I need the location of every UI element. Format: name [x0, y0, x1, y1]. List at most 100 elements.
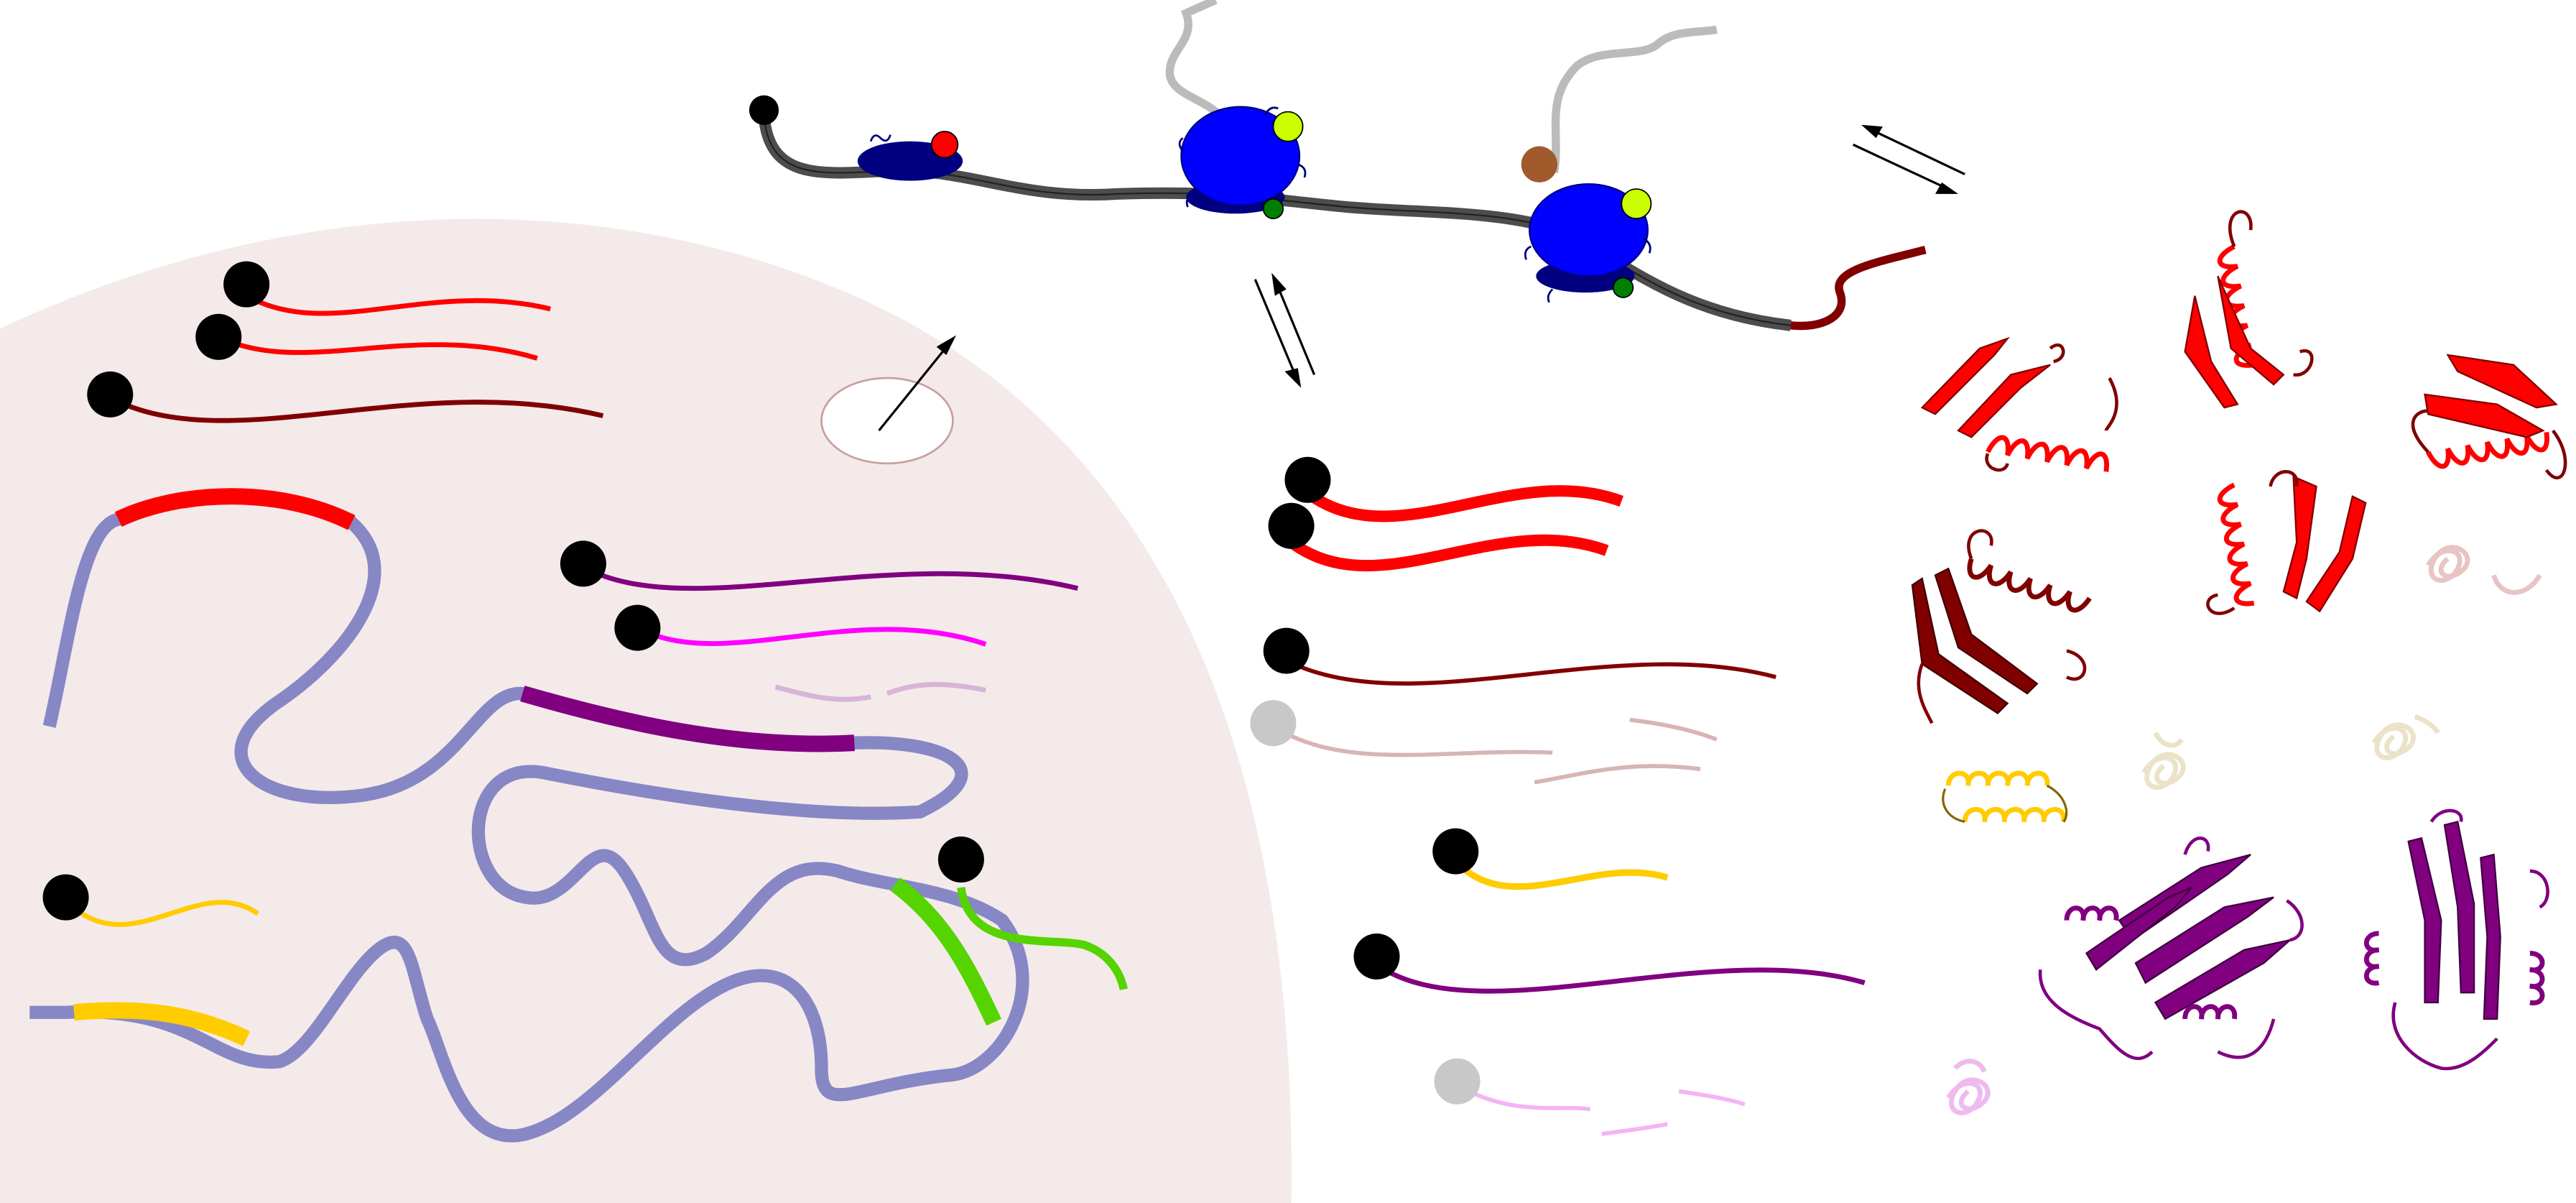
protein-helix-icon [2182, 1004, 2238, 1020]
mrna-strand-icon [1453, 859, 1669, 890]
modification-lime [1621, 188, 1652, 220]
degraded-mrna [1271, 724, 1553, 757]
protein-helix-icon [1962, 807, 2067, 823]
protein-helix-icon [2217, 244, 2255, 368]
beta-sheet-arrow-icon [1920, 336, 2011, 415]
nascent-chain-gray [1165, 0, 1226, 121]
degraded-mrna-fragment [1678, 1089, 1746, 1107]
protein-helix-icon [1986, 435, 2110, 472]
protein-helix-icon [1945, 770, 2050, 786]
pre-mrna-backbone [29, 489, 1029, 1143]
modification-dark-green [1262, 198, 1284, 220]
ribosome-icon [857, 131, 963, 181]
mrna-cap-degraded [1434, 1058, 1481, 1105]
mrna-cap [223, 261, 270, 308]
unfolded-protein [1946, 1059, 1991, 1115]
protein-helix-icon [2217, 482, 2255, 607]
nuclear-mrnas [42, 261, 1079, 927]
mrna-cap [1263, 627, 1310, 674]
mrna-cap [1268, 502, 1315, 549]
beta-sheet-arrow-icon [2407, 836, 2442, 1004]
mrna-cap [560, 540, 606, 587]
modification-dark-green [1612, 277, 1634, 298]
mrna-strand-icon [1285, 658, 1776, 686]
beta-sheet-arrow-icon [1957, 364, 2051, 438]
beta-sheet-arrow-icon [2446, 354, 2558, 409]
mrna-cap [1432, 828, 1479, 875]
exon-red [114, 488, 356, 530]
ribosome-icon [1521, 25, 1718, 303]
protein-helix-icon [2364, 931, 2380, 986]
mrna-cap [87, 371, 134, 418]
modification-lime [1272, 111, 1304, 142]
beta-sheet-arrow-icon [2480, 853, 2501, 1020]
beta-sheet-arrow-icon [2134, 896, 2274, 985]
unfolded-protein [2141, 732, 2186, 790]
mrna-strand-icon [582, 564, 1079, 591]
beta-sheet-arrow-icon [2217, 275, 2285, 386]
beta-sheet-arrow-icon [2305, 494, 2367, 613]
protein-red [1920, 336, 2118, 472]
exon-yellow [73, 1002, 250, 1046]
mrna-strand-icon [245, 293, 551, 316]
protein-red [2411, 354, 2567, 480]
mrna-cap [614, 604, 661, 651]
mrna-strand-icon [108, 395, 604, 423]
degraded-mrna-fragment [886, 682, 986, 696]
protein-dark-red [1911, 529, 2092, 724]
protein-purple [2039, 836, 2304, 1061]
beta-sheet-arrow-icon [2282, 475, 2317, 600]
degraded-mrna-fragment [1629, 717, 1718, 742]
ribosome-icon [1165, 0, 1307, 220]
protein-helix-icon [2426, 431, 2549, 469]
protein-yellow [1942, 770, 2068, 824]
mrna-strand-icon [636, 625, 987, 647]
mrna-cap [42, 874, 89, 921]
beta-sheet-arrow-icon [1934, 567, 2039, 695]
modification-brown [1521, 146, 1558, 183]
pre-mrna [29, 488, 1128, 1143]
beta-sheet-arrow-icon [2154, 939, 2294, 1020]
mrna-strand-icon [1287, 534, 1609, 572]
folded-proteins [1911, 210, 2567, 1115]
equilibrium-arrows-icon [1254, 272, 1316, 388]
protein-helix-icon [1967, 558, 2092, 613]
mrna-strand-icon [1304, 485, 1624, 522]
mrna-cap [195, 313, 242, 360]
exon-purple [520, 686, 855, 752]
protein-helix-icon [2529, 950, 2545, 1005]
export-arrow-icon [878, 335, 957, 432]
cytoplasmic-mrnas [1250, 456, 1866, 1136]
beta-sheet-arrow-icon [2443, 821, 2475, 994]
polysome [749, 0, 1927, 331]
mrna-strand-icon [217, 334, 538, 361]
green-mrna-tail [957, 887, 1128, 991]
protein-red [2184, 210, 2314, 409]
exon-green [890, 877, 1002, 1026]
protein-red [2206, 470, 2367, 615]
mrna-cap [937, 836, 984, 883]
unfolded-protein [2426, 545, 2542, 595]
degraded-mrna-fragment [1601, 1122, 1668, 1136]
mrna-cap [1284, 456, 1331, 503]
modification-red [930, 131, 959, 159]
mrna-cap [1353, 933, 1400, 980]
protein-purple [2364, 808, 2549, 1071]
protein-helix-icon [2064, 905, 2119, 921]
nascent-chain-gray [1549, 25, 1718, 174]
equilibrium-arrows-icon [1853, 124, 1965, 194]
nucleus-region [0, 218, 1292, 1203]
degraded-mrna-fragment [1534, 764, 1701, 785]
beta-sheet-arrow-icon [2085, 886, 2192, 971]
beta-sheet-arrow-icon [2184, 295, 2239, 409]
mrna-strand-icon [64, 898, 260, 927]
beta-sheet-arrow-icon [1911, 577, 2009, 714]
nascent-chain-dark-red [1790, 246, 1927, 331]
mrna-cap-degraded [1250, 700, 1297, 747]
unfolded-protein [2371, 714, 2440, 760]
mrna-strand-icon [1375, 962, 1866, 994]
polysome-cap [749, 95, 779, 125]
degraded-mrna-fragment [774, 684, 871, 702]
degraded-mrna [1456, 1082, 1591, 1112]
